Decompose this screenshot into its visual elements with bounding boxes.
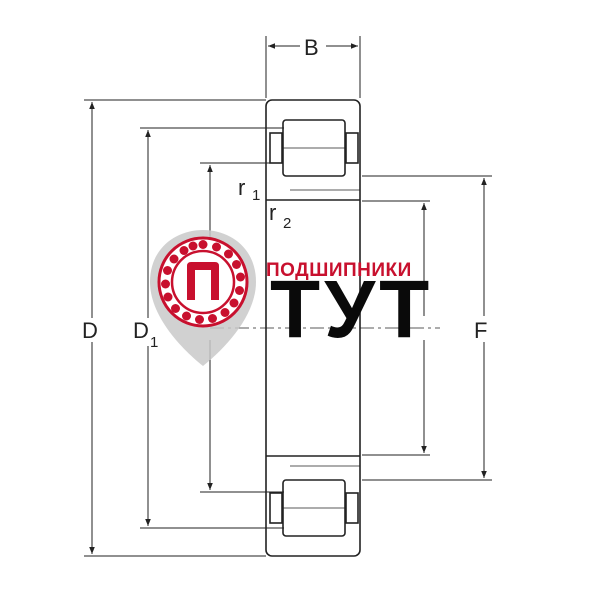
- label-d1: D: [133, 318, 149, 343]
- label-r1: r: [238, 175, 245, 200]
- label-b: B: [304, 35, 319, 60]
- logo-p-icon: [187, 262, 219, 300]
- brand-logo: ПОДШИПНИКИ ТУТ: [150, 230, 433, 366]
- logo-balls: [161, 240, 245, 324]
- dimension-f: [362, 175, 492, 481]
- label-r1-sub: 1: [252, 187, 260, 204]
- label-r1-main: r: [238, 175, 245, 200]
- logo-big-text: ТУТ: [270, 264, 433, 355]
- label-f: F: [474, 318, 487, 343]
- dimension-d: [84, 99, 266, 557]
- label-r2-main: r: [269, 200, 276, 225]
- label-d: D: [82, 318, 98, 343]
- label-d1-main: D: [133, 318, 149, 343]
- label-r2-sub: 2: [283, 215, 291, 232]
- label-d1-sub: 1: [150, 334, 158, 351]
- label-r2: r: [269, 200, 276, 225]
- logo-top-text: ПОДШИПНИКИ: [266, 260, 412, 281]
- dimension-b: [265, 36, 361, 98]
- dimension-raceway: [362, 200, 430, 456]
- bearing-section: [265, 99, 361, 557]
- dimension-d1: [140, 127, 284, 529]
